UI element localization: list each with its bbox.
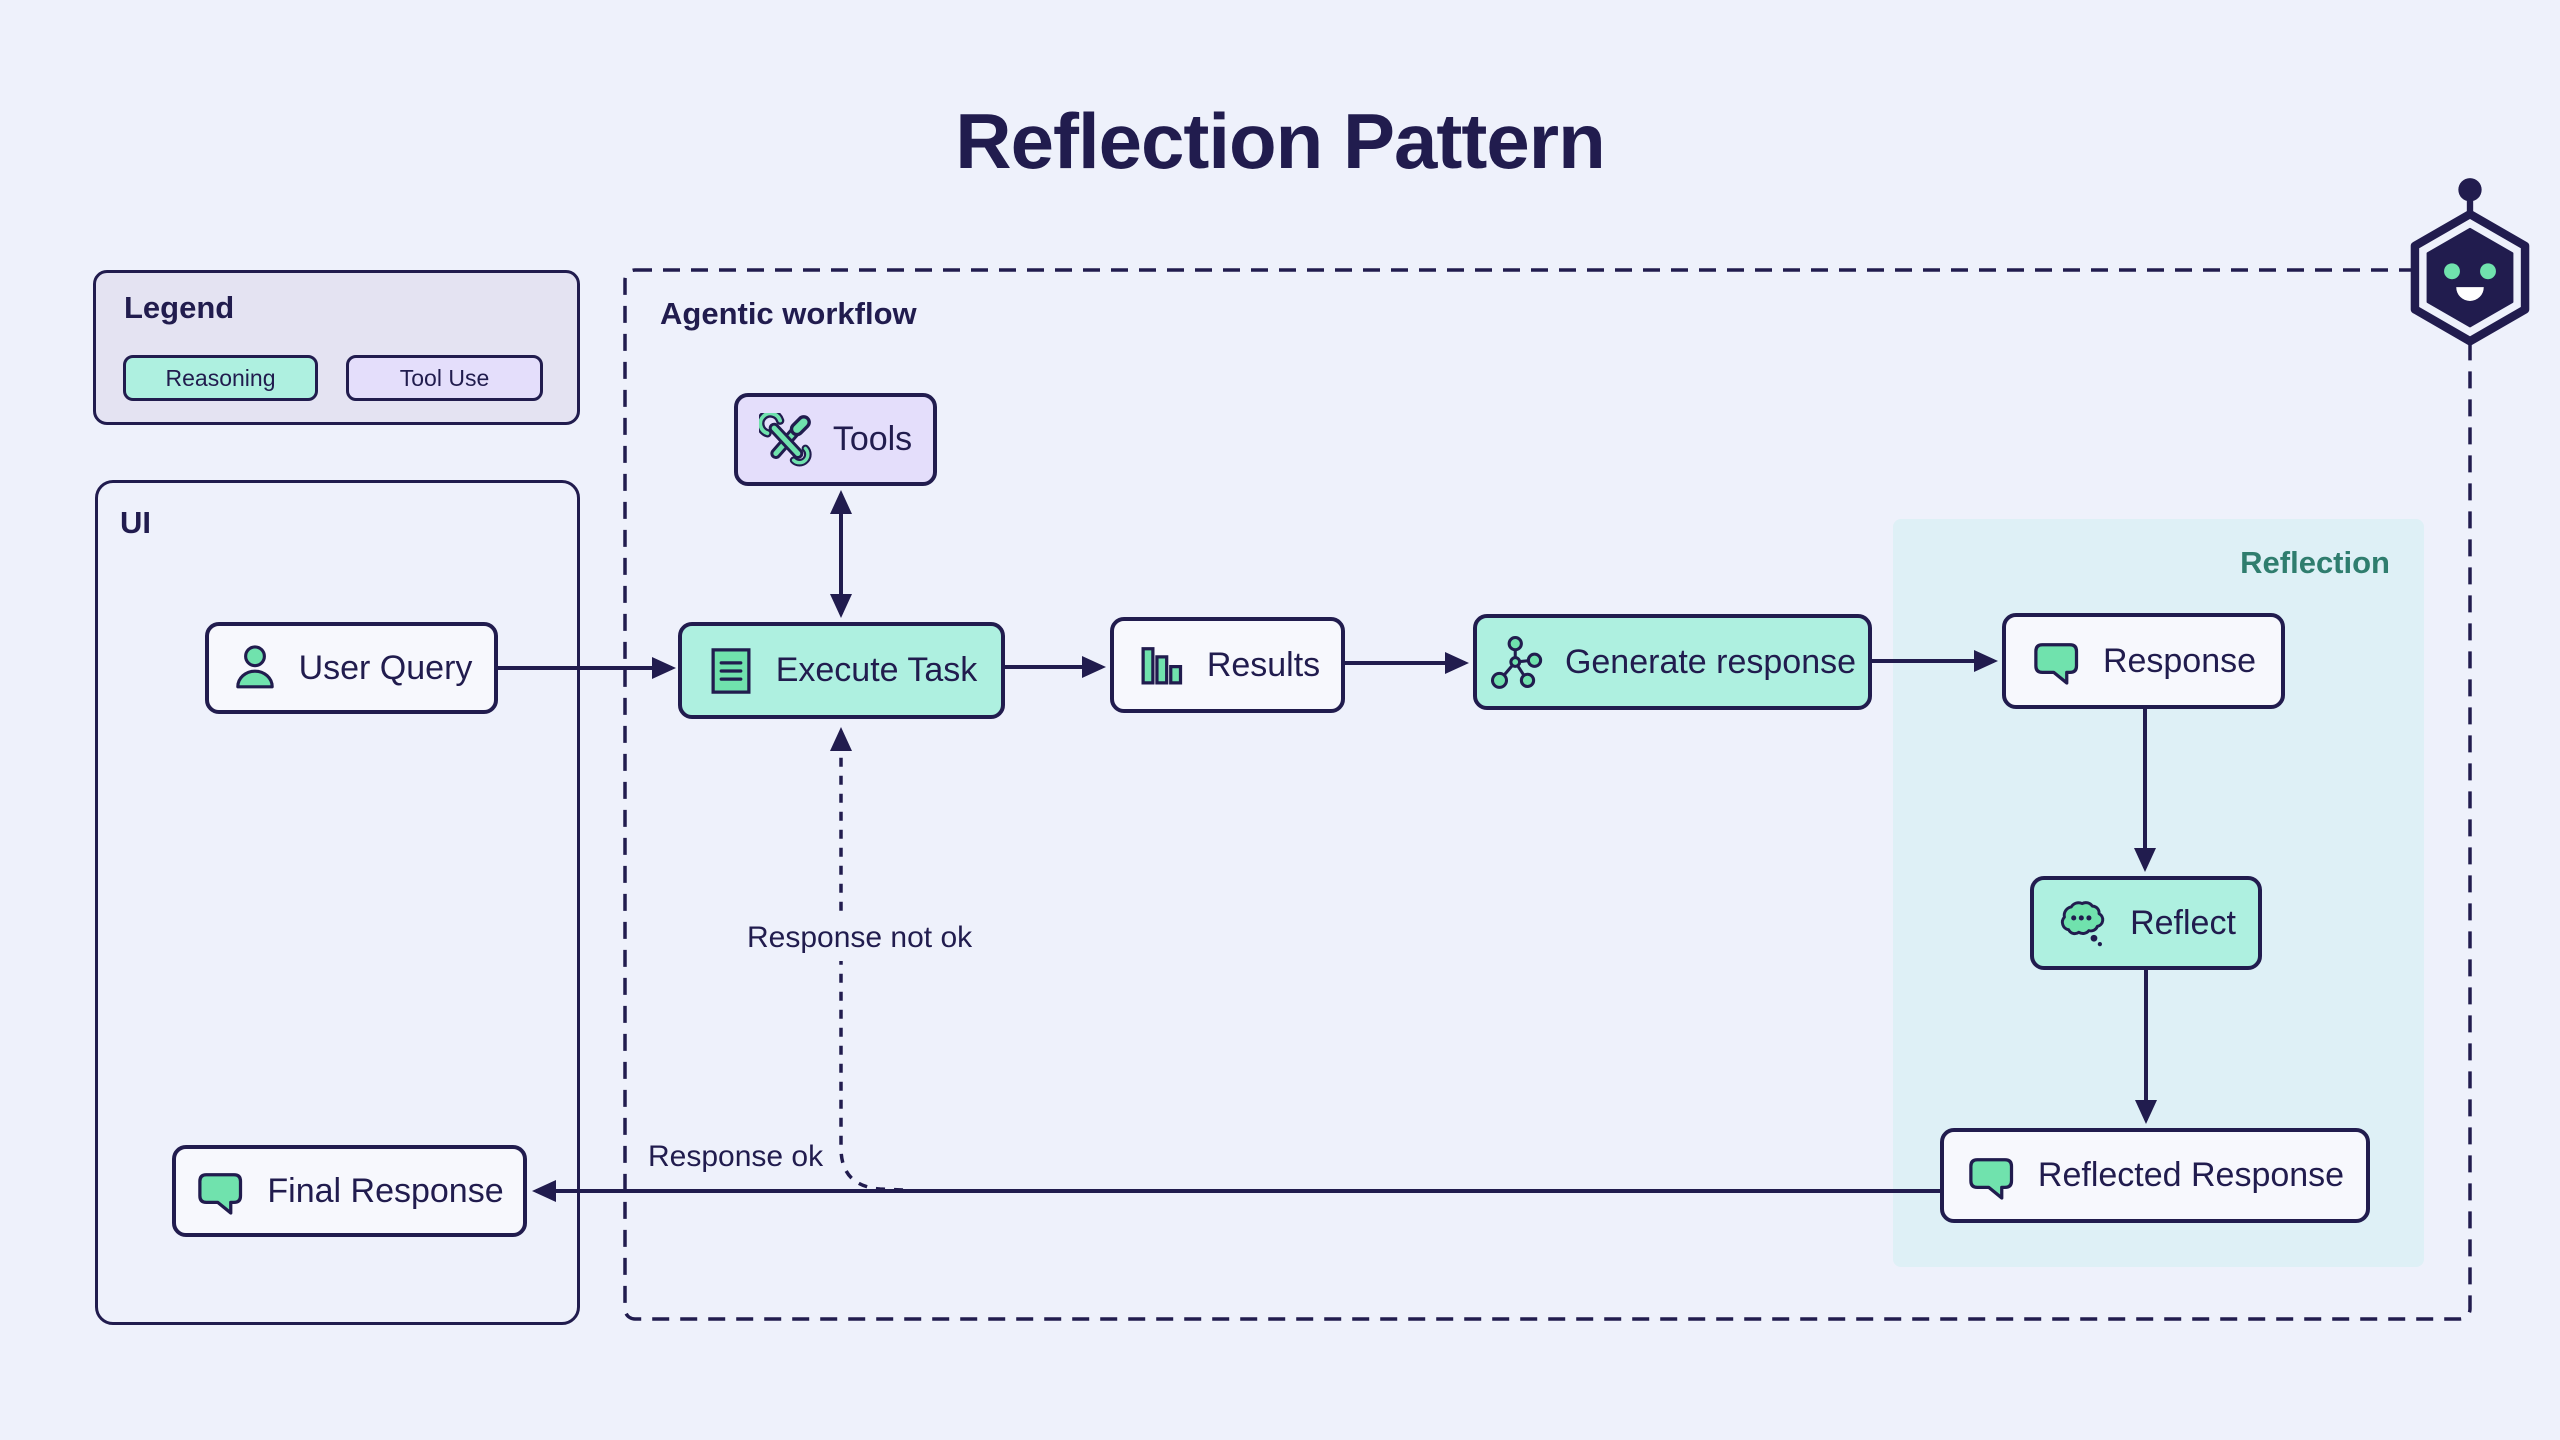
speech-bubble-icon — [2034, 643, 2079, 685]
legend-title: Legend — [124, 290, 235, 325]
network-icon — [1490, 635, 1543, 689]
edge-label-response-ok: Response ok — [648, 1140, 824, 1173]
speech-bubble-icon — [198, 1173, 243, 1215]
task-list-icon — [711, 647, 751, 694]
thought-cloud-icon — [2061, 901, 2105, 947]
node-response: Response — [2002, 613, 2285, 709]
ui-panel-title: UI — [120, 505, 151, 540]
node-results: Results — [1110, 617, 1345, 713]
node-label: Execute Task — [775, 651, 978, 689]
node-label: Reflected Response — [2037, 1156, 2345, 1194]
reflection-panel-title: Reflection — [2240, 545, 2390, 580]
node-label: Tools — [832, 420, 913, 458]
node-user-query: User Query — [205, 622, 498, 714]
node-execute-task: Execute Task — [678, 622, 1005, 719]
node-label: Generate response — [1564, 642, 1857, 681]
node-label: Response — [2102, 641, 2257, 680]
legend-item-tool-use: Tool Use — [346, 355, 543, 401]
node-label: Results — [1206, 645, 1321, 684]
ui-panel: UI — [95, 480, 580, 1325]
bar-chart-icon — [1141, 647, 1182, 685]
robot-icon — [2410, 178, 2530, 346]
legend-box: Legend Reasoning Tool Use — [93, 270, 580, 425]
node-label: Final Response — [267, 1171, 504, 1210]
speech-bubble-icon — [1969, 1157, 2014, 1200]
node-label: Reflect — [2130, 903, 2236, 942]
page-title: Reflection Pattern — [955, 97, 1605, 185]
node-reflected-response: Reflected Response — [1940, 1128, 2370, 1223]
legend-item-reasoning: Reasoning — [123, 355, 318, 401]
node-label: User Query — [298, 648, 473, 687]
node-final-response: Final Response — [172, 1145, 527, 1237]
edge-label-response-not-ok: Response not ok — [737, 915, 983, 961]
user-icon — [235, 645, 274, 689]
node-reflect: Reflect — [2030, 876, 2262, 970]
agentic-workflow-title: Agentic workflow — [660, 296, 917, 331]
node-generate-response: Generate response — [1473, 614, 1872, 710]
tools-icon — [758, 412, 812, 466]
node-tools: Tools — [734, 393, 937, 486]
